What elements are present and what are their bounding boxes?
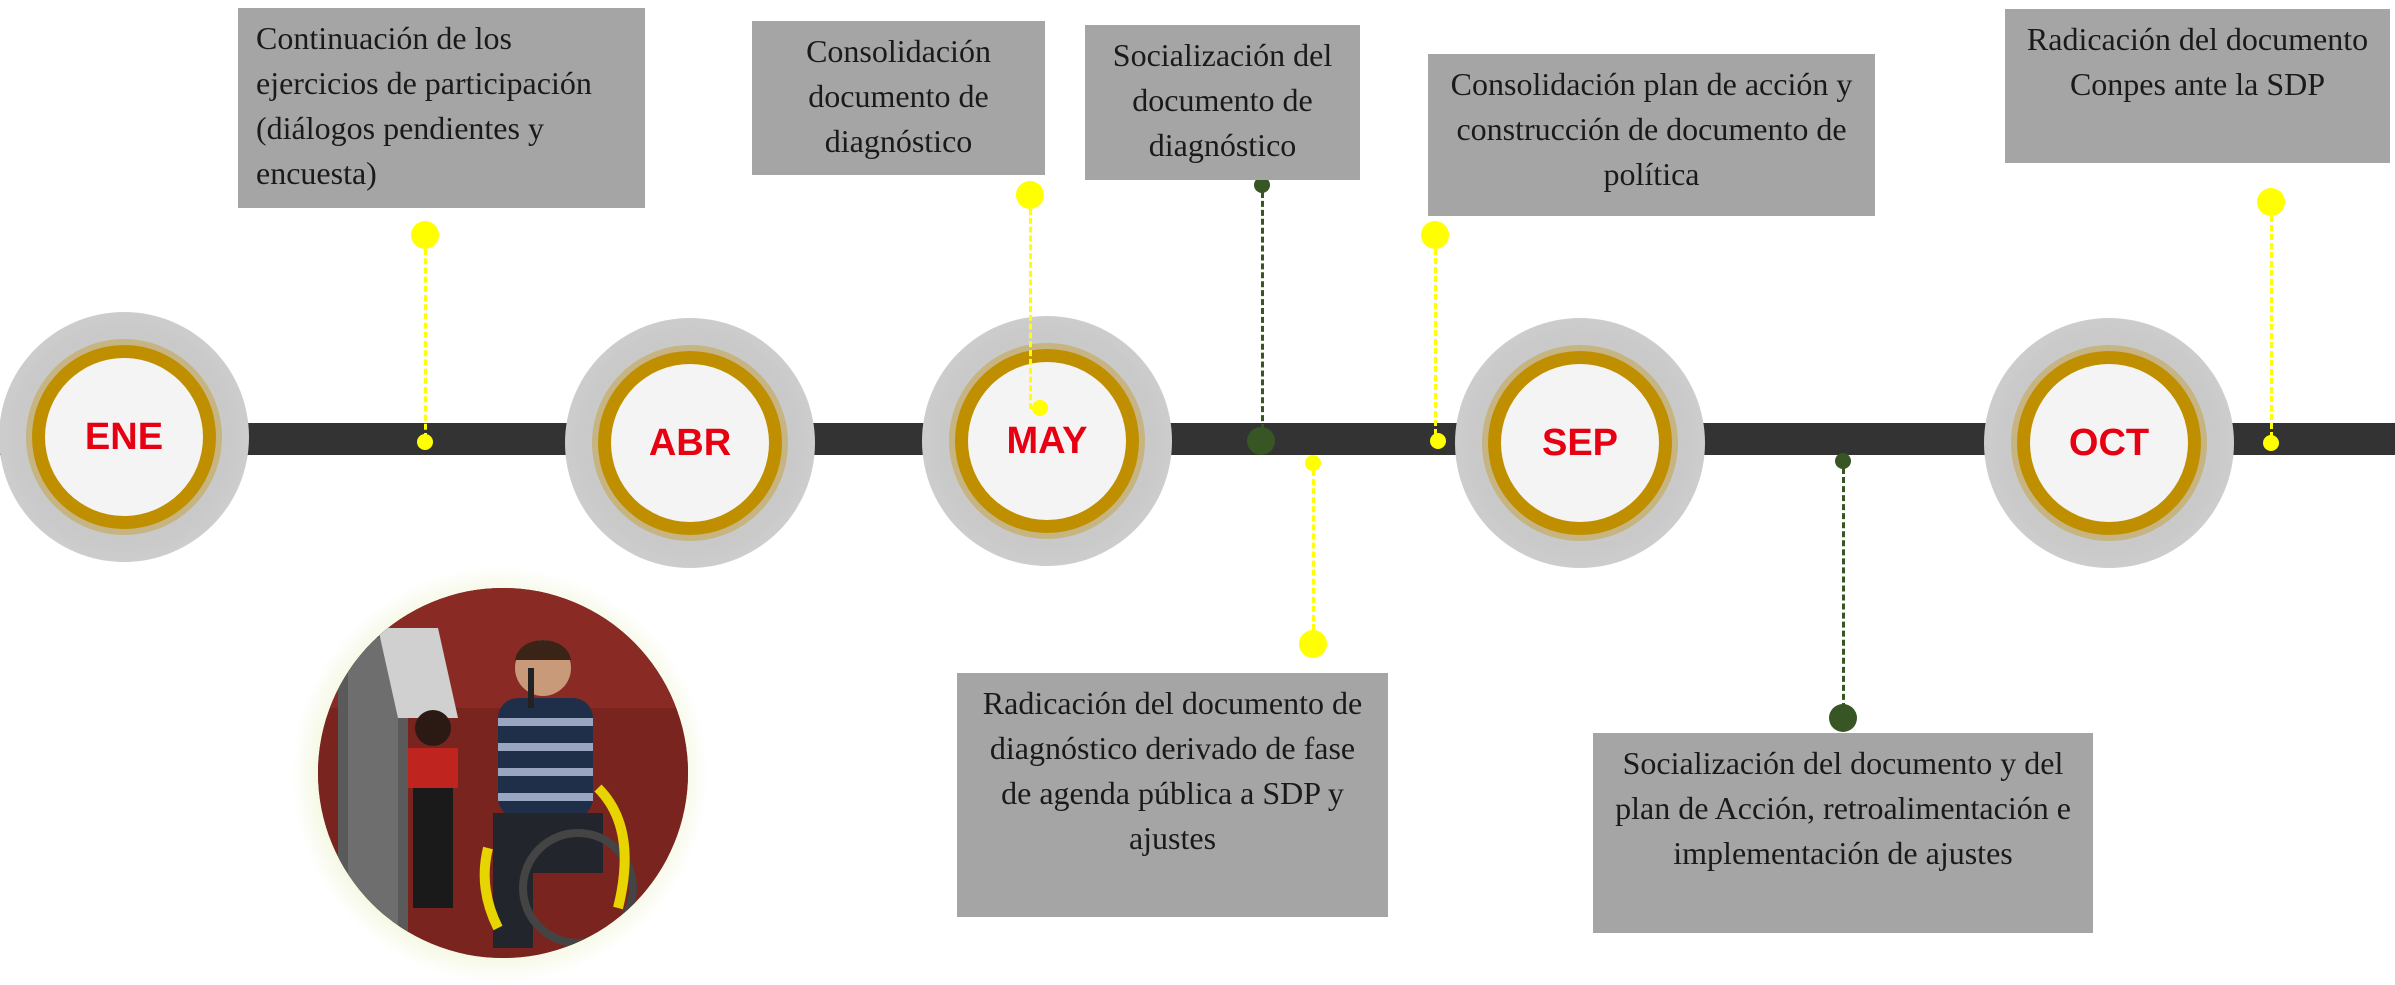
month-circle-ene: ENE	[0, 312, 249, 562]
month-label-oct: OCT	[2030, 364, 2188, 522]
month-label-sep: SEP	[1501, 364, 1659, 522]
marker-line	[2270, 216, 2273, 438]
month-circle-sep: SEP	[1455, 318, 1705, 568]
marker-dot	[417, 434, 433, 450]
marker-line	[1029, 209, 1032, 409]
milestone-box-socializacion-plan: Socialización del documento y del plan d…	[1593, 733, 2093, 933]
marker-dot	[1016, 181, 1044, 209]
marker-dot	[1829, 704, 1857, 732]
month-circle-oct: OCT	[1984, 318, 2234, 568]
month-label-ene: ENE	[45, 358, 203, 516]
marker-line	[1842, 468, 1845, 718]
marker-dot	[1247, 427, 1275, 455]
marker-dot	[1430, 433, 1446, 449]
marker-dot	[1835, 453, 1851, 469]
milestone-box-radicacion-diagnostico: Radicación del documento de diagnóstico …	[957, 673, 1388, 917]
marker-dot	[411, 221, 439, 249]
marker-line	[1261, 192, 1264, 430]
marker-dot	[2257, 188, 2285, 216]
marker-dot	[1305, 455, 1321, 471]
milestone-box-radicacion-conpes: Radicación del documento Conpes ante la …	[2005, 9, 2390, 163]
marker-line	[1434, 249, 1437, 435]
marker-dot	[2263, 435, 2279, 451]
photo-person-wheelchair-microphone-icon	[318, 588, 688, 958]
marker-dot	[1299, 630, 1327, 658]
month-circle-abr: ABR	[565, 318, 815, 568]
marker-line	[424, 249, 427, 439]
month-label-may: MAY	[968, 362, 1126, 520]
milestone-box-plan-accion: Consolidación plan de acción y construcc…	[1428, 54, 1875, 216]
event-photo	[318, 588, 688, 958]
marker-dot	[1254, 177, 1270, 193]
month-label-abr: ABR	[611, 364, 769, 522]
month-circle-may: MAY	[922, 316, 1172, 566]
marker-line	[1312, 470, 1315, 630]
milestone-box-socializacion-diagnostico: Socialización del documento de diagnósti…	[1085, 25, 1360, 180]
milestone-box-participacion: Continuación de los ejercicios de partic…	[238, 8, 645, 208]
milestone-box-consolidacion-diagnostico: Consolidación documento de diagnóstico	[752, 21, 1045, 175]
marker-dot	[1421, 221, 1449, 249]
marker-dot	[1032, 400, 1048, 416]
